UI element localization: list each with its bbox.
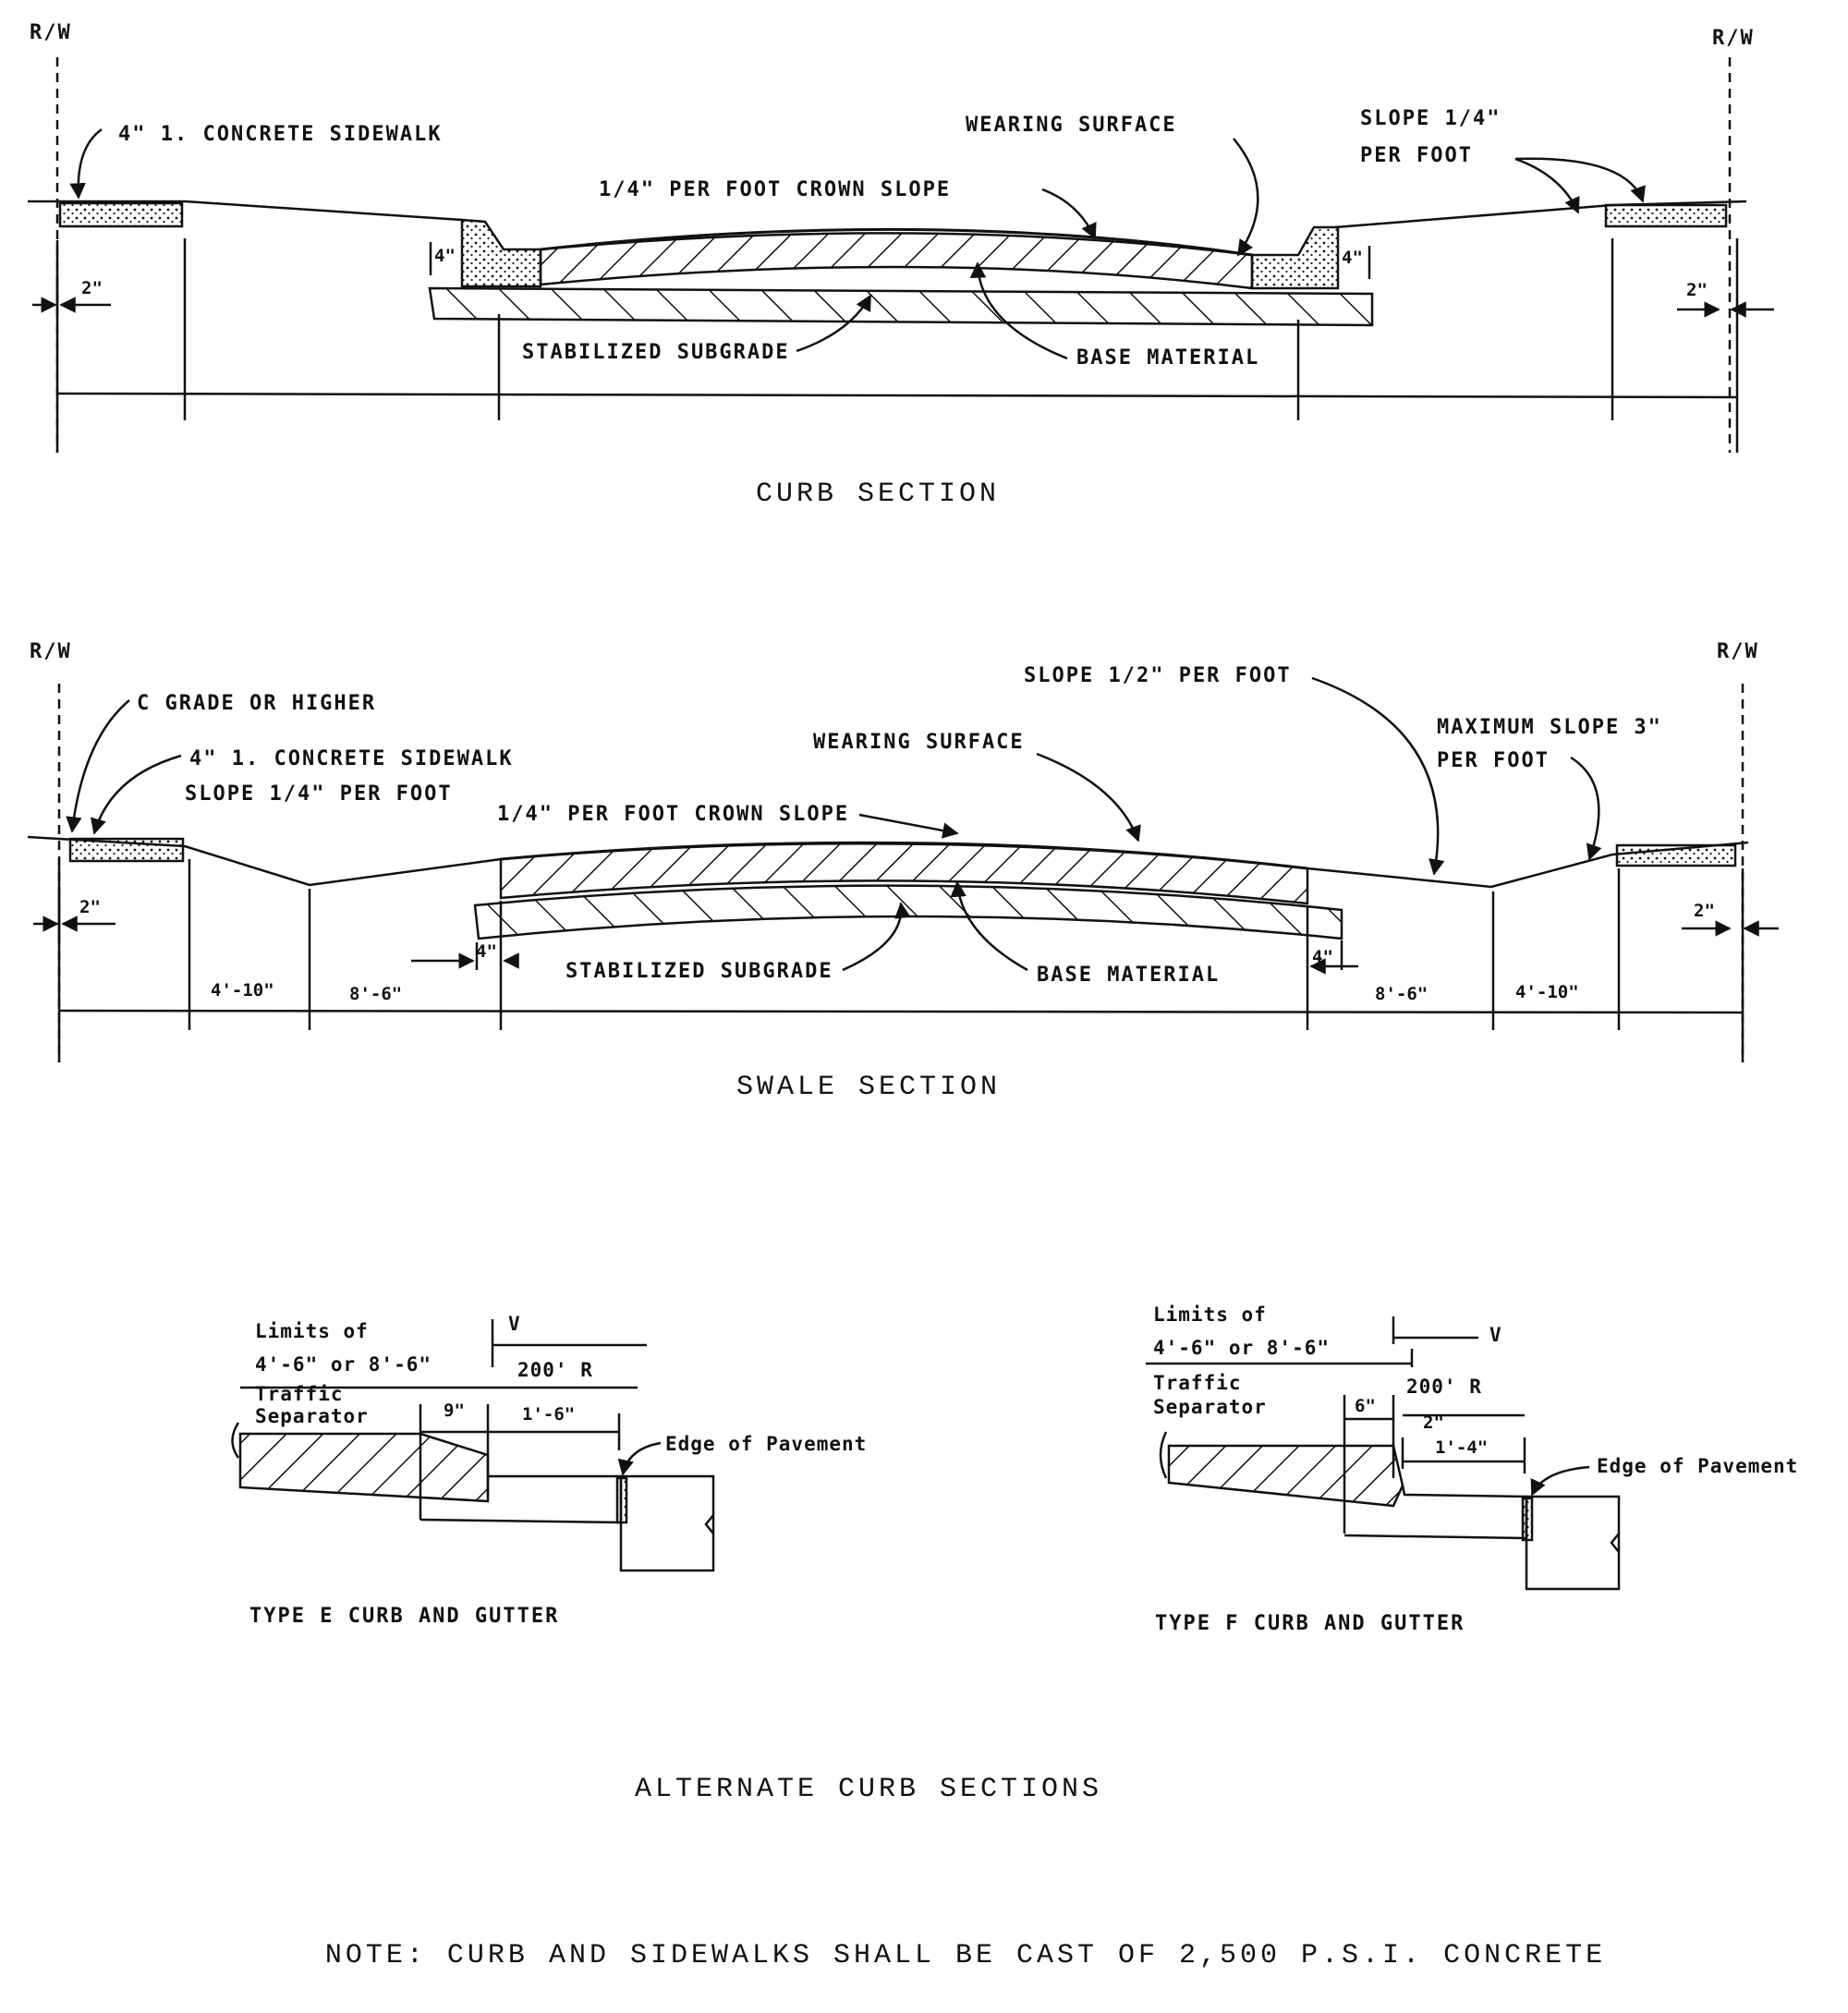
curb-left	[460, 218, 542, 288]
curb-ground-left	[28, 200, 463, 222]
type-e-dim-1ft6: 1'-6"	[522, 1404, 575, 1425]
curb-base-material-label: BASE MATERIAL	[1076, 346, 1259, 370]
swale-sidewalk-right	[1615, 843, 1737, 867]
swale-sidewalk-label: 4" 1. CONCRETE SIDEWALK	[189, 747, 514, 770]
curb-wearing-surface	[540, 227, 1253, 257]
curb-rw-right: R/W	[1712, 27, 1755, 50]
curb-dim-chain	[56, 392, 1738, 399]
type-e-dim-9in: 9"	[444, 1401, 465, 1421]
type-e-limits-line2: 4'-6" or 8'-6"	[255, 1353, 432, 1376]
alternate-curb-sections-title: ALTERNATE CURB SECTIONS	[635, 1774, 1102, 1805]
swale-slope-half-label: SLOPE 1/2" PER FOOT	[1024, 664, 1292, 687]
swale-dim-8ft6-left: 8'-6"	[349, 984, 402, 1004]
type-f-radius: 200' R	[1406, 1376, 1482, 1398]
swale-base-material-label: BASE MATERIAL	[1037, 964, 1220, 987]
swale-section-title: SWALE SECTION	[736, 1072, 1001, 1103]
type-f-pavement	[1525, 1495, 1621, 1591]
swale-section: R/W R/W 2" 2"	[27, 640, 1779, 1103]
swale-dim-chain	[58, 1009, 1744, 1014]
type-e-v-label: V	[508, 1313, 521, 1335]
type-f-dim-6in: 6"	[1355, 1396, 1376, 1416]
curb-right	[1250, 225, 1340, 290]
type-f-separator-hatch	[1167, 1444, 1404, 1508]
curb-sidewalk-label: 4" 1. CONCRETE SIDEWALK	[118, 123, 443, 146]
type-f-edge-label: Edge of Pavement	[1597, 1455, 1798, 1477]
curb-crown-slope-label: 1/4" PER FOOT CROWN SLOPE	[599, 178, 951, 201]
curb-stabilized-subgrade	[428, 286, 1374, 327]
type-f-separator-line2: Separator	[1153, 1396, 1267, 1418]
type-e-radius: 200' R	[517, 1359, 593, 1381]
swale-max-slope-line1: MAXIMUM SLOPE 3"	[1437, 716, 1662, 739]
swale-rw-left: R/W	[30, 640, 72, 663]
curb-section-title: CURB SECTION	[756, 479, 1000, 510]
swale-sidewalk-left	[68, 837, 185, 863]
swale-wearing-surface	[500, 841, 1308, 870]
curb-rw-left: R/W	[30, 21, 72, 44]
curb-section: R/W R/W 4" 4" 2" 2"	[28, 21, 1774, 510]
type-e-separator-line1: Traffic	[255, 1383, 344, 1405]
type-f-dim-1ft4: 1'-4"	[1435, 1437, 1488, 1458]
swale-dim-4in-right: 4"	[1312, 947, 1333, 967]
swale-dim-4in-left: 4"	[476, 941, 497, 962]
swale-wearing-surface-label: WEARING SURFACE	[813, 731, 1025, 754]
swale-max-slope-line2: PER FOOT	[1437, 749, 1550, 772]
type-f-title: TYPE F CURB AND GUTTER	[1155, 1612, 1465, 1635]
swale-dim-4ft10-left: 4'-10"	[211, 980, 274, 1000]
curb-subgrade-label: STABILIZED SUBGRADE	[522, 341, 790, 364]
curb-wearing-surface-label: WEARING SURFACE	[966, 114, 1177, 137]
type-e-edge-label: Edge of Pavement	[665, 1433, 867, 1455]
curb-sidewalk-left	[58, 201, 184, 228]
curb-dim-2in-right: 2"	[1686, 280, 1708, 300]
type-f-curb: Limits of 4'-6" or 8'-6" Traffic Separat…	[1146, 1304, 1798, 1635]
type-f-separator-line1: Traffic	[1153, 1372, 1242, 1394]
type-e-title: TYPE E CURB AND GUTTER	[249, 1605, 559, 1628]
swale-dim-8ft6-right: 8'-6"	[1375, 984, 1428, 1004]
curb-dim-4in-right: 4"	[1342, 248, 1363, 268]
swale-dim-2in-left: 2"	[79, 897, 101, 917]
curb-slope-line1: SLOPE 1/4"	[1360, 107, 1501, 130]
curb-slope-line2: PER FOOT	[1360, 144, 1473, 167]
swale-dim-2in-right: 2"	[1694, 901, 1715, 921]
swale-grade-label: C GRADE OR HIGHER	[137, 692, 376, 715]
type-e-separator-line2: Separator	[255, 1405, 369, 1427]
curb-dim-4in-left: 4"	[434, 246, 456, 266]
swale-crown-slope-label: 1/4" PER FOOT CROWN SLOPE	[497, 803, 849, 826]
concrete-note: NOTE: CURB AND SIDEWALKS SHALL BE CAST O…	[325, 1940, 1606, 1971]
type-f-limits-line2: 4'-6" or 8'-6"	[1153, 1337, 1330, 1359]
type-e-pavement	[619, 1474, 715, 1572]
type-f-v-label: V	[1489, 1324, 1502, 1346]
type-f-limits-line1: Limits of	[1153, 1304, 1267, 1326]
type-e-separator-hatch	[238, 1432, 490, 1503]
swale-rw-right: R/W	[1717, 640, 1759, 663]
curb-sidewalk-right	[1604, 203, 1728, 228]
swale-subgrade-label: STABILIZED SUBGRADE	[565, 960, 833, 983]
type-f-dim-2in: 2"	[1423, 1413, 1444, 1433]
type-e-limits-line1: Limits of	[255, 1320, 369, 1342]
type-e-curb: Limits of 4'-6" or 8'-6" Traffic Separat…	[231, 1313, 867, 1628]
swale-dim-4ft10-right: 4'-10"	[1515, 982, 1579, 1002]
curb-base-material	[539, 232, 1254, 290]
curb-dim-2in-left: 2"	[81, 278, 103, 298]
swale-sidewalk-slope-label: SLOPE 1/4" PER FOOT	[185, 782, 453, 806]
